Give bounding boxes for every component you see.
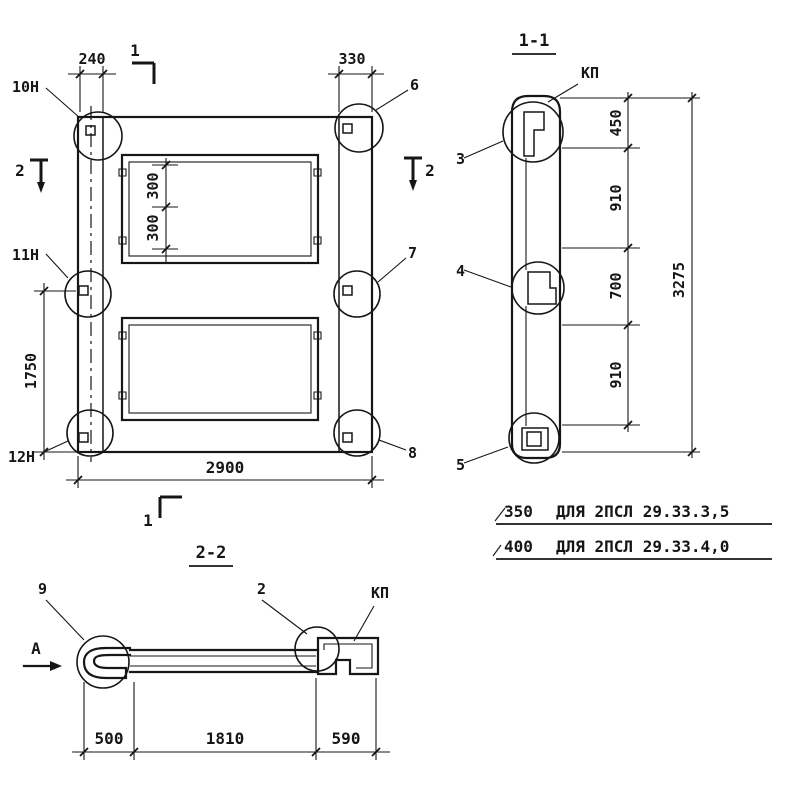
detail-circle-2: [294, 626, 340, 672]
dim-2900-ticks: [73, 475, 377, 485]
dim-910-top-label: 910: [607, 184, 625, 211]
callout-12n-label: 12Н: [8, 448, 35, 466]
callout-5-label: 5: [456, 456, 465, 474]
notes-block: 350 ДЛЯ 2ПСЛ 29.33.3,5 400 ДЛЯ 2ПСЛ 29.3…: [492, 502, 772, 560]
front-view-outline: [76, 106, 374, 462]
note-1-text: ДЛЯ 2ПСЛ 29.33.3,5: [556, 502, 729, 521]
note-2-value: 400: [504, 537, 533, 556]
dim-700-label: 700: [607, 272, 625, 299]
panel-outline: [76, 115, 374, 454]
front-view-callouts: 10Н 6 11Н 7 12Н 8: [8, 76, 419, 466]
note-1-value: 350: [504, 502, 533, 521]
section-1-1-leaders: [463, 83, 579, 464]
section2-mark-right-label: 2: [425, 161, 435, 180]
dim-590-label: 590: [332, 729, 361, 748]
section-1-1-dim-ticks: [623, 93, 697, 457]
callout-8-label: 8: [408, 444, 417, 462]
dim-330-lines: [328, 66, 384, 112]
detail-circle-4: [511, 261, 565, 315]
front-view-dimensions: 240 330 2900 1750 300 300: [22, 50, 384, 488]
section1-mark-top: [132, 61, 156, 84]
detail-circle-8: [333, 409, 381, 457]
section-2-2-leaders: [45, 599, 375, 642]
section-2-2-slab-faces: [128, 648, 320, 674]
view-a-arrow-head: [50, 661, 62, 671]
dim-1750-label: 1750: [22, 353, 40, 389]
section-1-1-title: 1-1: [519, 31, 550, 51]
upper-opening-inner: [128, 161, 312, 257]
dim-1750-ticks: [39, 286, 49, 457]
view-a-label: А: [31, 639, 41, 658]
section-2-2-right-end: [316, 636, 380, 676]
callout-3-label: 3: [456, 150, 465, 168]
dim-2900-label: 2900: [206, 458, 245, 477]
embed-plate-marks: [78, 123, 353, 443]
section-1-1-top-groove: [523, 111, 545, 157]
dim-910-bottom-label: 910: [607, 361, 625, 388]
callout-6-label: 6: [410, 76, 419, 94]
detail-circle-10n: [73, 111, 123, 161]
notes-ticks: [492, 507, 506, 557]
kp-label-section-1-1: КП: [581, 64, 599, 82]
dim-330-label: 330: [338, 50, 365, 68]
dim-300-top-label: 300: [144, 172, 162, 199]
callout-9-label: 9: [38, 580, 47, 598]
section-2-2-dim-lines: [72, 678, 390, 760]
dim-450-label: 450: [607, 109, 625, 136]
section2-mark-left-arrow: [37, 182, 45, 193]
panel-rib-lines: [102, 117, 340, 452]
callout-leaders: [43, 87, 409, 453]
section2-mark-right-arrow: [409, 180, 417, 191]
dim-240-lines: [68, 66, 116, 112]
detail-circle-3: [502, 101, 564, 163]
callout-7-label: 7: [408, 244, 417, 262]
section-2-2: 2-2 9 2 КП А 500 1810 590: [22, 543, 390, 760]
detail-circle-6: [334, 103, 384, 153]
dim-240-label: 240: [78, 50, 105, 68]
section2-mark-left-label: 2: [15, 161, 25, 180]
detail-circle-11n: [64, 270, 112, 318]
section-1-1-bottom-detail: [521, 427, 549, 451]
opening-anchor-marks: [118, 168, 322, 400]
dim-300-bottom-label: 300: [144, 214, 162, 241]
section2-mark-right: [404, 156, 422, 182]
detail-circle-12n: [66, 409, 114, 457]
dim-330-ticks: [334, 69, 377, 79]
section-1-1-profile-outline: [510, 94, 562, 460]
detail-circle-5: [508, 412, 560, 464]
dim-300-ticks: [161, 160, 171, 254]
upper-opening-outer: [120, 153, 320, 265]
detail-circle-7: [333, 270, 381, 318]
dim-2900-lines: [66, 456, 384, 488]
section1-mark-bottom-label: 1: [143, 511, 153, 530]
section2-mark-left: [30, 158, 48, 184]
dim-1810-label: 1810: [206, 729, 245, 748]
section-cut-marks: 1 1 2 2: [15, 41, 435, 530]
section-2-2-slab-inner: [130, 655, 316, 667]
dim-3275-label: 3275: [670, 262, 688, 298]
section-1-1: 1-1 3 4 5 КП 450 910 700 910 3275: [456, 31, 700, 474]
section-2-2-title: 2-2: [196, 543, 227, 563]
dim-1750-lines: [34, 283, 76, 460]
lower-opening-inner: [128, 324, 312, 414]
callout-2-label: 2: [257, 580, 266, 598]
dim-500-label: 500: [95, 729, 124, 748]
callout-4-label: 4: [456, 262, 465, 280]
section-1-1-mid-detail: [527, 271, 557, 305]
section-1-1-dim-lines: [560, 92, 700, 458]
dim-240-ticks: [75, 69, 108, 79]
section1-mark-top-label: 1: [130, 41, 140, 60]
callout-11n-label: 11Н: [12, 246, 39, 264]
detail-circle-9: [76, 635, 130, 689]
section1-mark-bottom: [158, 495, 182, 518]
note-2-text: ДЛЯ 2ПСЛ 29.33.4,0: [556, 537, 729, 556]
section-2-2-dim-ticks: [79, 747, 381, 757]
section-2-2-right-end-inner: [323, 643, 373, 669]
kp-label-section-2-2: КП: [371, 584, 389, 602]
callout-10n-label: 10Н: [12, 78, 39, 96]
lower-opening-outer: [120, 316, 320, 422]
section-2-2-left-hook: [82, 646, 132, 680]
